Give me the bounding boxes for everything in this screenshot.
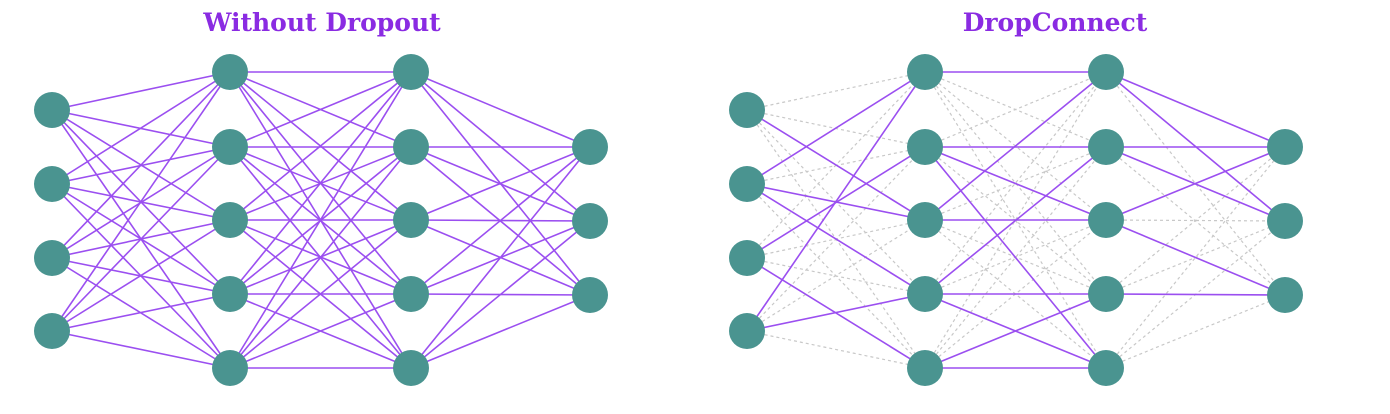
- dropped-connection: [924, 71, 1107, 148]
- neuron-node: [393, 129, 429, 165]
- diagram-dropconnect: DropConnect: [695, 0, 1390, 414]
- dropped-connection: [1105, 294, 1286, 369]
- neuron-node: [907, 350, 943, 386]
- neuron-node: [34, 166, 70, 202]
- neuron-node: [1088, 54, 1124, 90]
- neuron-node: [212, 202, 248, 238]
- diagram-title-without-dropout: Without Dropout: [203, 8, 441, 37]
- neuron-node: [34, 313, 70, 349]
- neuron-node: [1088, 276, 1124, 312]
- neuron-node: [393, 276, 429, 312]
- neuron-node: [212, 276, 248, 312]
- connection: [410, 146, 591, 369]
- connection: [51, 293, 231, 332]
- connection: [51, 146, 231, 332]
- connection: [924, 293, 1107, 369]
- connection: [51, 71, 231, 111]
- network-without-dropout: [34, 54, 608, 386]
- dropped-connection: [746, 330, 926, 369]
- connection: [924, 146, 1107, 295]
- neuron-node: [393, 54, 429, 90]
- diagram-title-dropconnect: DropConnect: [962, 8, 1148, 37]
- neuron-node: [572, 277, 608, 313]
- connection: [746, 71, 926, 332]
- connection: [229, 219, 412, 369]
- connection: [410, 146, 591, 295]
- connection: [51, 71, 231, 259]
- connection: [1105, 146, 1286, 221]
- connection: [51, 71, 231, 332]
- neuron-node: [907, 276, 943, 312]
- neuron-node: [393, 202, 429, 238]
- neuron-node: [1267, 203, 1303, 239]
- connection: [410, 294, 591, 369]
- network-dropconnect: [729, 54, 1303, 386]
- neuron-node: [907, 54, 943, 90]
- neuron-node: [907, 202, 943, 238]
- connection: [51, 71, 231, 185]
- connection: [746, 71, 926, 185]
- connection: [746, 109, 926, 221]
- dropped-connection: [924, 71, 1107, 369]
- neuron-node: [572, 129, 608, 165]
- connection: [410, 220, 591, 369]
- neuron-node: [1267, 277, 1303, 313]
- connection: [1105, 219, 1286, 296]
- connection: [746, 293, 926, 332]
- connection: [410, 146, 591, 221]
- connection: [746, 183, 926, 295]
- dropped-connection: [1105, 146, 1286, 369]
- neuron-node: [1267, 129, 1303, 165]
- connection: [229, 293, 412, 369]
- connection: [51, 219, 231, 332]
- neuron-node: [1088, 129, 1124, 165]
- connection: [229, 71, 412, 148]
- neuron-node: [729, 166, 765, 202]
- neuron-node: [729, 92, 765, 128]
- dropped-connection: [1105, 146, 1286, 295]
- neuron-node: [212, 350, 248, 386]
- connection: [924, 146, 1107, 369]
- neuron-node: [393, 350, 429, 386]
- neuron-node: [34, 92, 70, 128]
- connection: [1105, 293, 1286, 296]
- dropped-connection: [746, 219, 926, 332]
- dropped-connection: [924, 71, 1107, 369]
- connection: [1105, 71, 1286, 148]
- connection: [229, 71, 412, 369]
- dropped-connection: [746, 71, 926, 111]
- connection: [410, 71, 591, 148]
- neuron-node: [729, 313, 765, 349]
- neuron-node: [34, 240, 70, 276]
- neuron-node: [212, 54, 248, 90]
- neuron-node: [907, 129, 943, 165]
- neuron-node: [1088, 350, 1124, 386]
- neuron-node: [729, 240, 765, 276]
- neuron-node: [212, 129, 248, 165]
- connection: [51, 330, 231, 369]
- connection: [924, 71, 1107, 221]
- neuron-node: [1088, 202, 1124, 238]
- diagram-without-dropout: Without Dropout: [34, 8, 608, 386]
- neuron-node: [572, 203, 608, 239]
- connection: [229, 71, 412, 295]
- connection: [229, 71, 412, 221]
- connection: [229, 146, 412, 369]
- connection: [924, 146, 1107, 221]
